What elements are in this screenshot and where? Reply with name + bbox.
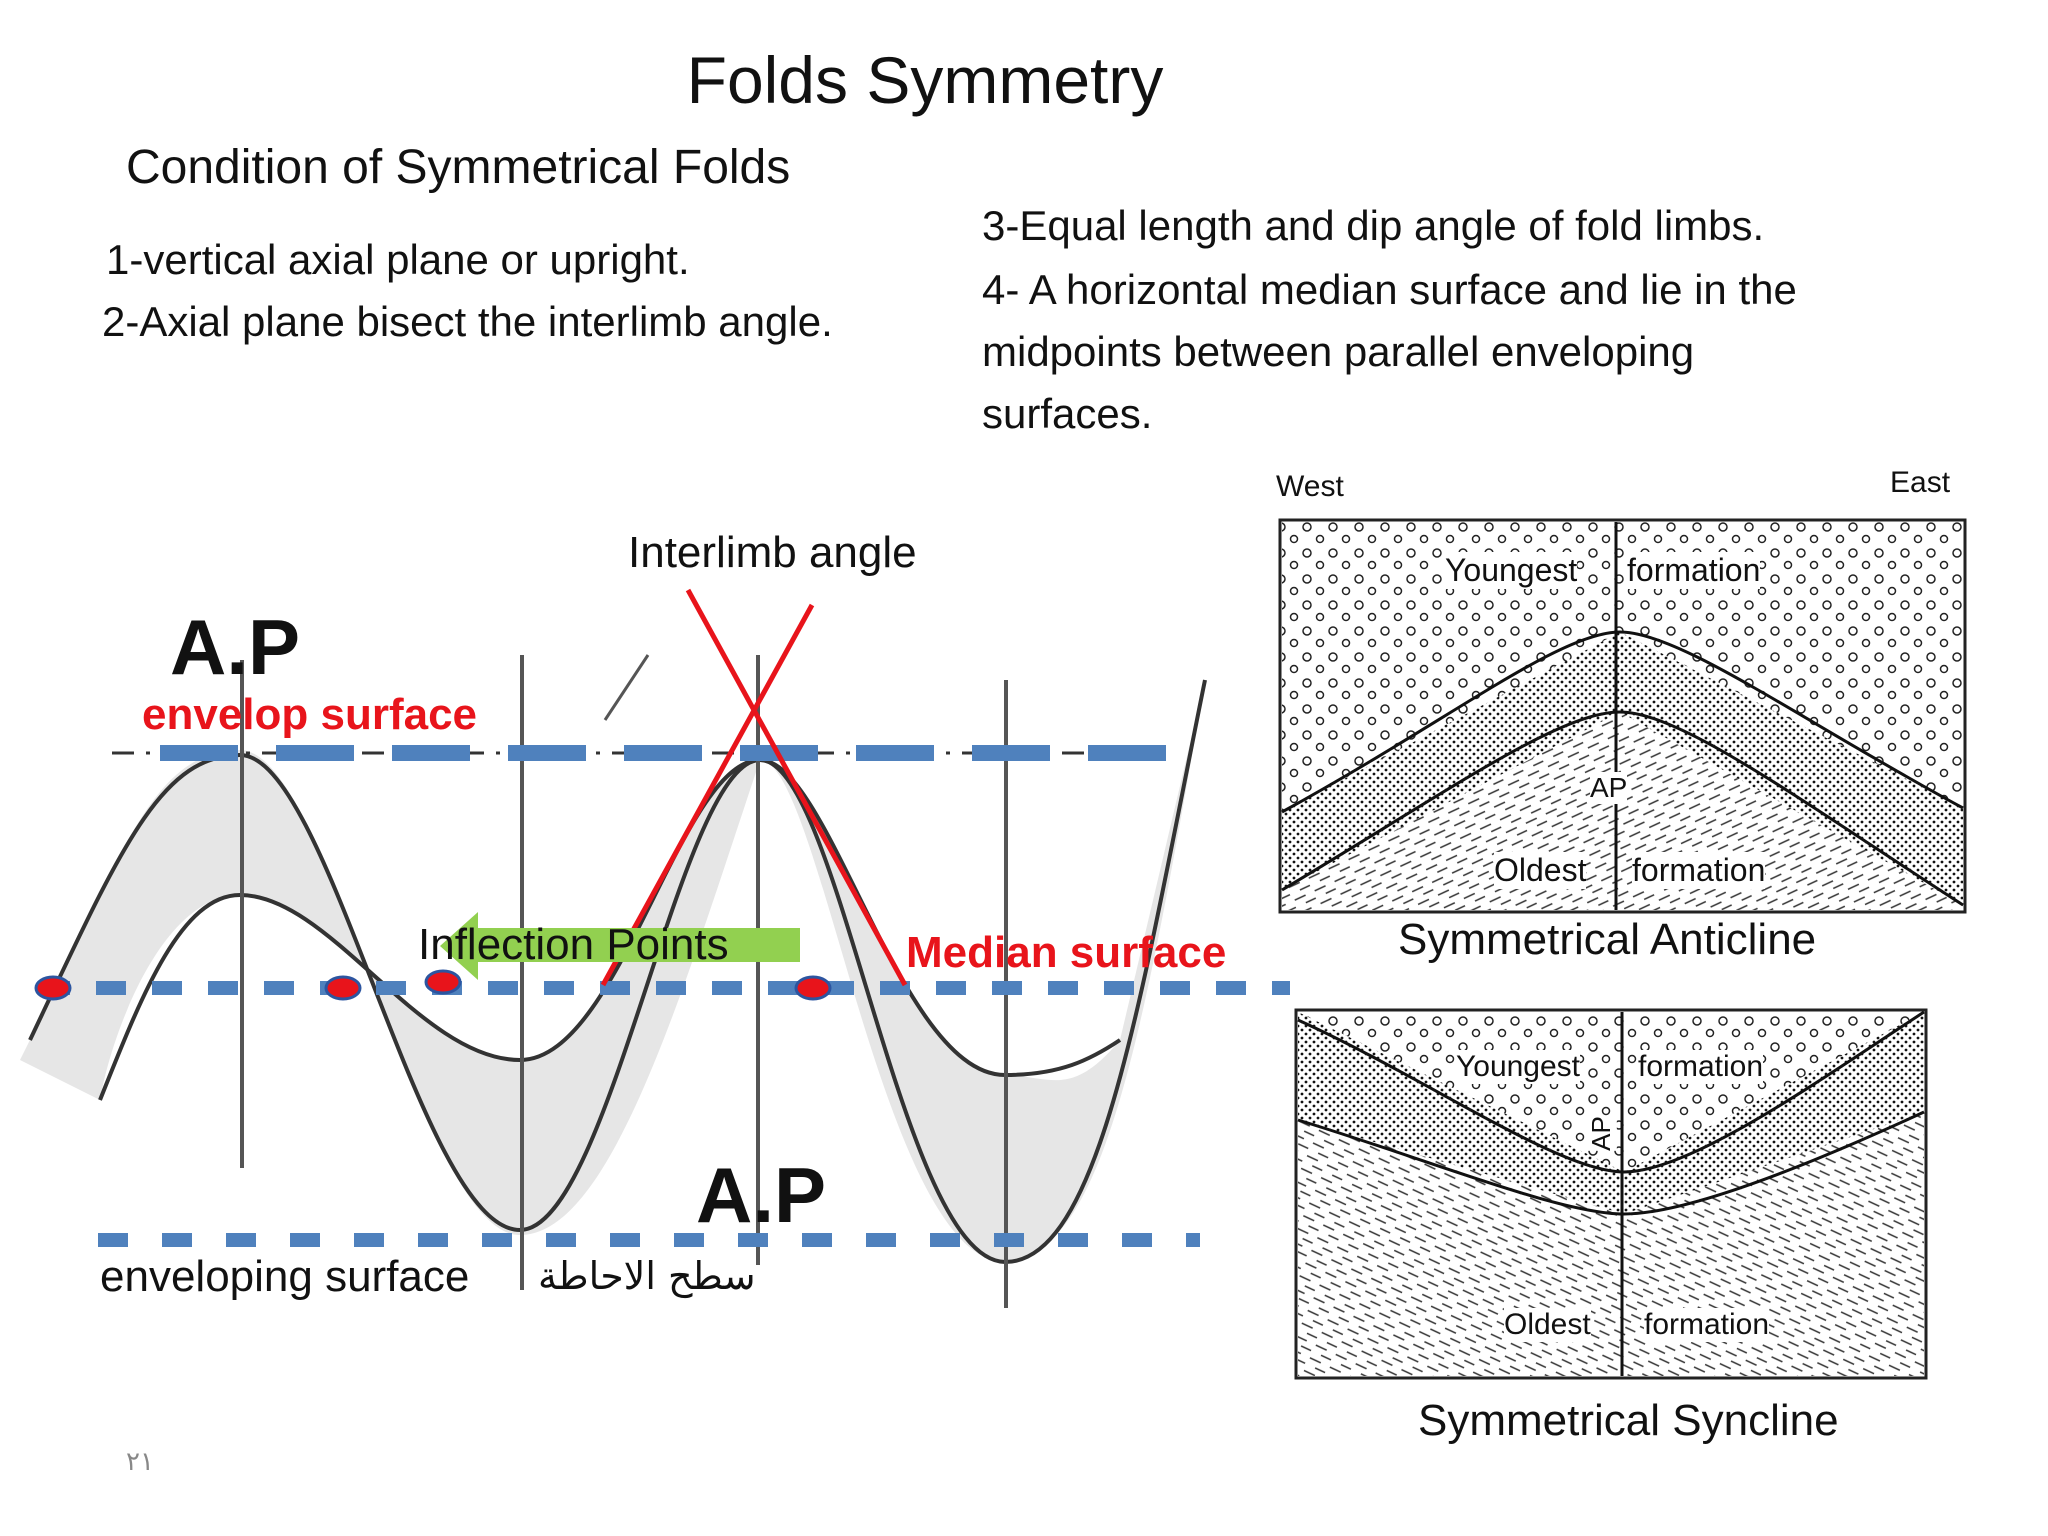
interlimb-angle-label: Interlimb angle bbox=[628, 528, 917, 577]
condition-3: 3-Equal length and dip angle of fold lim… bbox=[982, 202, 1765, 249]
syncline-formation-top-label: formation bbox=[1638, 1050, 1764, 1084]
arabic-enveloping-label: سطح الاحاطة bbox=[538, 1254, 756, 1298]
condition-4-line-2: midpoints between parallel enveloping bbox=[982, 328, 1695, 375]
syncline-oldest-label: Oldest bbox=[1504, 1308, 1591, 1342]
enveloping-surface-label: enveloping surface bbox=[100, 1252, 470, 1301]
anticline-middle-layer bbox=[1282, 632, 1963, 905]
anticline-oldest-label: Oldest bbox=[1494, 852, 1587, 889]
syncline-middle-layer bbox=[1298, 1012, 1924, 1214]
median-surface-label: Median surface bbox=[906, 928, 1227, 977]
inflection-point-1 bbox=[34, 975, 72, 1001]
anticline-diagram bbox=[1278, 518, 1967, 914]
syncline-ap-label: AP bbox=[1585, 1116, 1617, 1151]
condition-4-line-1: 4- A horizontal median surface and lie i… bbox=[982, 266, 1797, 313]
anticline-youngest-label: Youngest bbox=[1445, 552, 1578, 589]
syncline-diagram bbox=[1294, 1008, 1928, 1380]
syncline-caption: Symmetrical Syncline bbox=[1418, 1396, 1839, 1445]
anticline-lower-contact bbox=[1281, 710, 1964, 907]
anticline-east-label: East bbox=[1890, 466, 1951, 499]
anticline-ap-label: AP bbox=[1590, 772, 1628, 804]
inflection-arrow bbox=[440, 912, 800, 980]
syncline-youngest-layer bbox=[1298, 1012, 1924, 1172]
axial-line-stub bbox=[603, 654, 650, 721]
condition-1: 1-vertical axial plane or upright. bbox=[106, 236, 690, 283]
inflection-points-label: Inflection Points bbox=[418, 920, 729, 969]
condition-2: 2-Axial plane bisect the interlimb angle… bbox=[102, 298, 833, 345]
anticline-youngest-layer bbox=[1282, 522, 1963, 812]
anticline-formation-bottom-label: formation bbox=[1632, 852, 1766, 889]
anticline-caption: Symmetrical Anticline bbox=[1398, 915, 1817, 964]
anticline-oldest-layer bbox=[1282, 712, 1963, 910]
interlimb-line-2 bbox=[600, 603, 815, 987]
slide-title: Folds Symmetry bbox=[686, 43, 1164, 117]
syncline-upper-contact bbox=[1297, 1010, 1925, 1174]
inflection-point-3 bbox=[424, 969, 462, 995]
syncline-lower-contact bbox=[1297, 1110, 1925, 1216]
fold-upper-line bbox=[28, 752, 1006, 1264]
axial-plane-label-top: A.P bbox=[170, 603, 301, 691]
axial-plane-label-bottom: A.P bbox=[696, 1151, 827, 1239]
fold-diagram bbox=[20, 588, 1290, 1308]
interlimb-line-1 bbox=[685, 588, 908, 987]
syncline-youngest-label: Youngest bbox=[1456, 1050, 1581, 1084]
anticline-formation-top-label: formation bbox=[1627, 552, 1761, 589]
inflection-point-2 bbox=[324, 975, 362, 1001]
condition-4-line-3: surfaces. bbox=[982, 390, 1153, 437]
syncline-formation-bottom-label: formation bbox=[1644, 1308, 1770, 1342]
page-number: ٢١ bbox=[126, 1446, 154, 1476]
anticline-upper-contact bbox=[1281, 630, 1964, 814]
envelop-surface-label: envelop surface bbox=[142, 690, 478, 739]
fold-upper-right bbox=[1004, 679, 1207, 1264]
inflection-point-4 bbox=[794, 975, 832, 1001]
anticline-west-label: West bbox=[1276, 470, 1344, 503]
slide-subtitle: Condition of Symmetrical Folds bbox=[126, 141, 791, 194]
